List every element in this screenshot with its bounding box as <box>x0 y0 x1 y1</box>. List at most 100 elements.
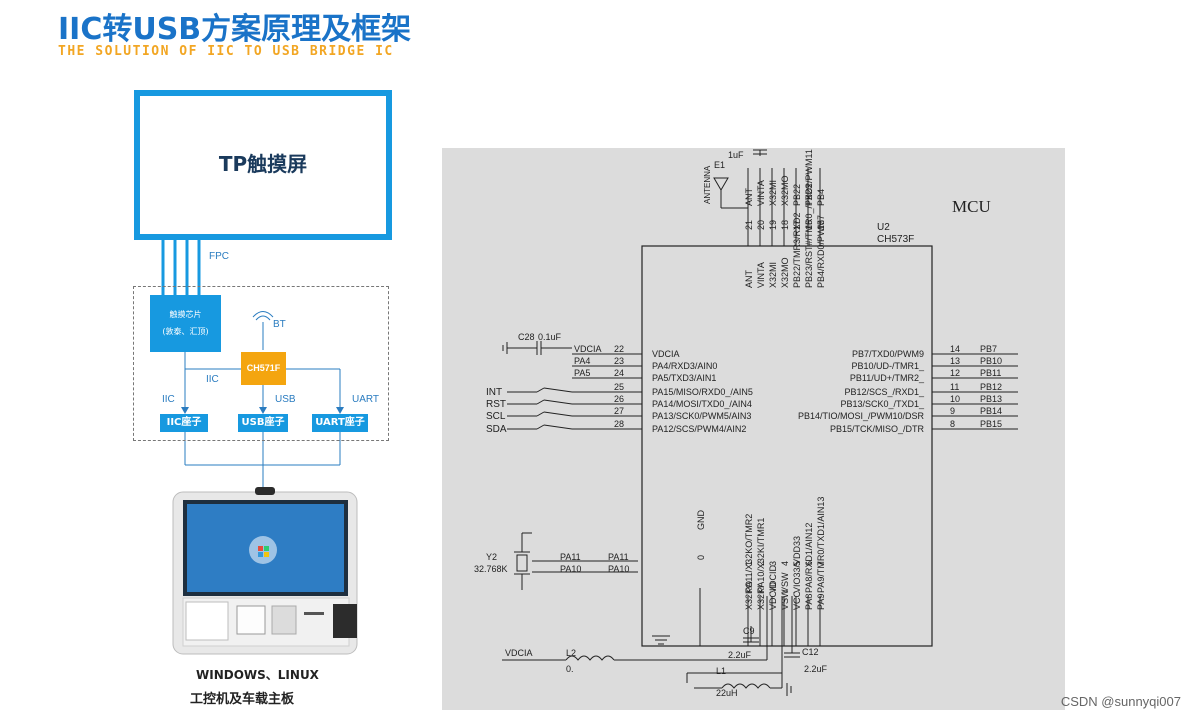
right-pin-net: PB14 <box>980 406 1002 416</box>
bottom-pin-function: PA10/X32KI/TMR1 <box>756 518 766 593</box>
left-pin-number: 25 <box>614 382 624 392</box>
fpc-label: FPC <box>209 251 229 262</box>
gnd-label: GND <box>696 510 706 531</box>
cap-1uf-label: 1uF <box>728 150 744 160</box>
top-pin-net: ANT <box>744 187 754 206</box>
bus-line <box>543 399 573 405</box>
usb-link-label: USB <box>275 394 296 405</box>
bottom-pin-net: X32KO <box>744 581 754 610</box>
bt-antenna-icon <box>252 311 274 350</box>
top-pin-function: X32MO <box>780 257 790 288</box>
left-pin-function: PA4/RXD3/AIN0 <box>652 361 717 371</box>
c28-value: 0.1uF <box>538 332 562 342</box>
right-pin-number: 13 <box>950 356 960 366</box>
right-pin-function: PB15/TCK/MISO_/DTR <box>830 424 925 434</box>
right-pin-function: PB13/SCK0_/TXD1_ <box>840 399 925 409</box>
right-pin-net: PB7 <box>980 344 997 354</box>
right-pin-net: PB15 <box>980 419 1002 429</box>
touch-chip-name: 触摸芯片 <box>169 310 202 319</box>
right-pin-function: PB11/UD+/TMR2_ <box>850 373 925 383</box>
left-pin-function: VDCIA <box>652 349 680 359</box>
mcu-title: MCU <box>952 197 991 216</box>
l1-ref: L1 <box>716 666 726 676</box>
c12-value: 2.2uF <box>804 664 828 674</box>
touch-chip-box: 触摸芯片 (敦泰、汇顶) <box>150 295 221 352</box>
right-pin-function: PB14/TIO/MOSI_/PWM10/DSR <box>798 411 925 421</box>
bottom-pin-number: 5 <box>792 561 802 566</box>
right-pin-number: 8 <box>950 419 955 429</box>
bus-net-label: INT <box>486 387 502 398</box>
top-pin-net: PB22 <box>792 184 802 206</box>
bottom-pin-number: 7 <box>816 561 826 566</box>
bus-line <box>536 424 545 430</box>
board-caption: 工控机及车载主板 <box>190 692 295 707</box>
top-pin-function: VINTA <box>756 262 766 288</box>
left-pin-function: PA14/MOSI/TXD0_/AIN4 <box>652 399 752 409</box>
right-pin-number: 9 <box>950 406 955 416</box>
right-pin-function: PB12/SCS_/RXD1_ <box>844 387 925 397</box>
right-pin-number: 10 <box>950 394 960 404</box>
c9-value: 2.2uF <box>728 650 752 660</box>
pa10-net: PA10 <box>608 564 629 574</box>
bottom-pin-function: VIO33/VDD33 <box>792 536 802 593</box>
bus-net-label: SCL <box>486 411 506 422</box>
left-pin-net: PA4 <box>574 356 590 366</box>
right-pin-number: 11 <box>950 382 959 392</box>
bottom-pin-number: 6 <box>804 561 814 566</box>
bottom-pin-net: X32KI <box>756 585 766 610</box>
bus-line <box>536 411 545 417</box>
page-title: IIC转USB方案原理及框架 <box>58 12 412 47</box>
right-pin-net: PB13 <box>980 394 1002 404</box>
bottom-pin-function: PA8/RXD1/AIN12 <box>804 523 814 593</box>
l2-value: 0. <box>566 664 574 674</box>
l1-value: 22uH <box>716 688 738 698</box>
right-pin-net: PB10 <box>980 356 1002 366</box>
page-subtitle: THE SOLUTION OF IIC TO USB BRIDGE IC <box>58 44 394 59</box>
pa11-label: PA11 <box>560 552 581 562</box>
left-pin-number: 24 <box>614 368 624 378</box>
right-pin-net: PB12 <box>980 382 1002 392</box>
bus-line <box>543 424 573 430</box>
bottom-pin-function: PA9/TMR0/TXD1/AIN13 <box>816 497 826 593</box>
chip-part: CH573F <box>877 234 914 245</box>
bus-net-label: RST <box>486 399 506 410</box>
top-pin-net: X32MO <box>780 175 790 206</box>
left-pin-number: 28 <box>614 419 624 429</box>
top-pin-function: PB23/RST#/TMR0_/TXD2/PWM11 <box>804 149 814 288</box>
vdcia-net: VDCIA <box>505 648 533 658</box>
top-pin-function: X32MI <box>768 262 778 288</box>
bottom-pin-number: 2 <box>756 561 766 566</box>
watermark: CSDN @sunnyqi007 <box>1060 694 1181 709</box>
bus-net-label: SDA <box>486 424 507 435</box>
top-pin-number: 16 <box>804 220 814 230</box>
iic-socket-label: IIC <box>162 394 175 405</box>
right-pin-number: 14 <box>950 344 960 354</box>
top-pin-number: 18 <box>780 220 790 230</box>
c9-ref: C9 <box>743 626 755 636</box>
left-pin-function: PA12/SCS/PWM4/AIN2 <box>652 424 746 434</box>
bottom-pin-net: PA8 <box>804 594 814 610</box>
bottom-pin-net: VSW <box>780 589 790 610</box>
left-pin-net: PA5 <box>574 368 590 378</box>
left-pin-number: 27 <box>614 406 624 416</box>
usb-socket-box: USB座子 <box>238 414 288 432</box>
left-pin-number: 23 <box>614 356 624 366</box>
pa10-label: PA10 <box>560 564 581 574</box>
top-pin-number: 17 <box>792 220 802 230</box>
bus-line <box>543 387 573 393</box>
bottom-pin-number: 1 <box>744 561 754 566</box>
top-pin-number: 19 <box>768 220 778 230</box>
gnd-pin-number: 0 <box>696 555 706 560</box>
iic-socket-box: IIC座子 <box>160 414 208 432</box>
bottom-pin-function: PA11/X32KO/TMR2 <box>744 514 754 593</box>
top-pin-function: ANT <box>744 269 754 288</box>
top-pin-net: PB23 <box>804 184 814 206</box>
ch571-chip-box: CH571F <box>241 352 286 385</box>
bus-line <box>536 387 545 393</box>
uart-socket-box: UART座子 <box>312 414 368 432</box>
top-pin-number: 20 <box>756 220 766 230</box>
c28-ref: C28 <box>518 332 535 342</box>
os-caption: WINDOWS、LINUX <box>196 668 319 682</box>
top-pin-net: VINTA <box>756 180 766 206</box>
top-pin-function: PB22/TMR3/RXD2 <box>792 212 802 288</box>
